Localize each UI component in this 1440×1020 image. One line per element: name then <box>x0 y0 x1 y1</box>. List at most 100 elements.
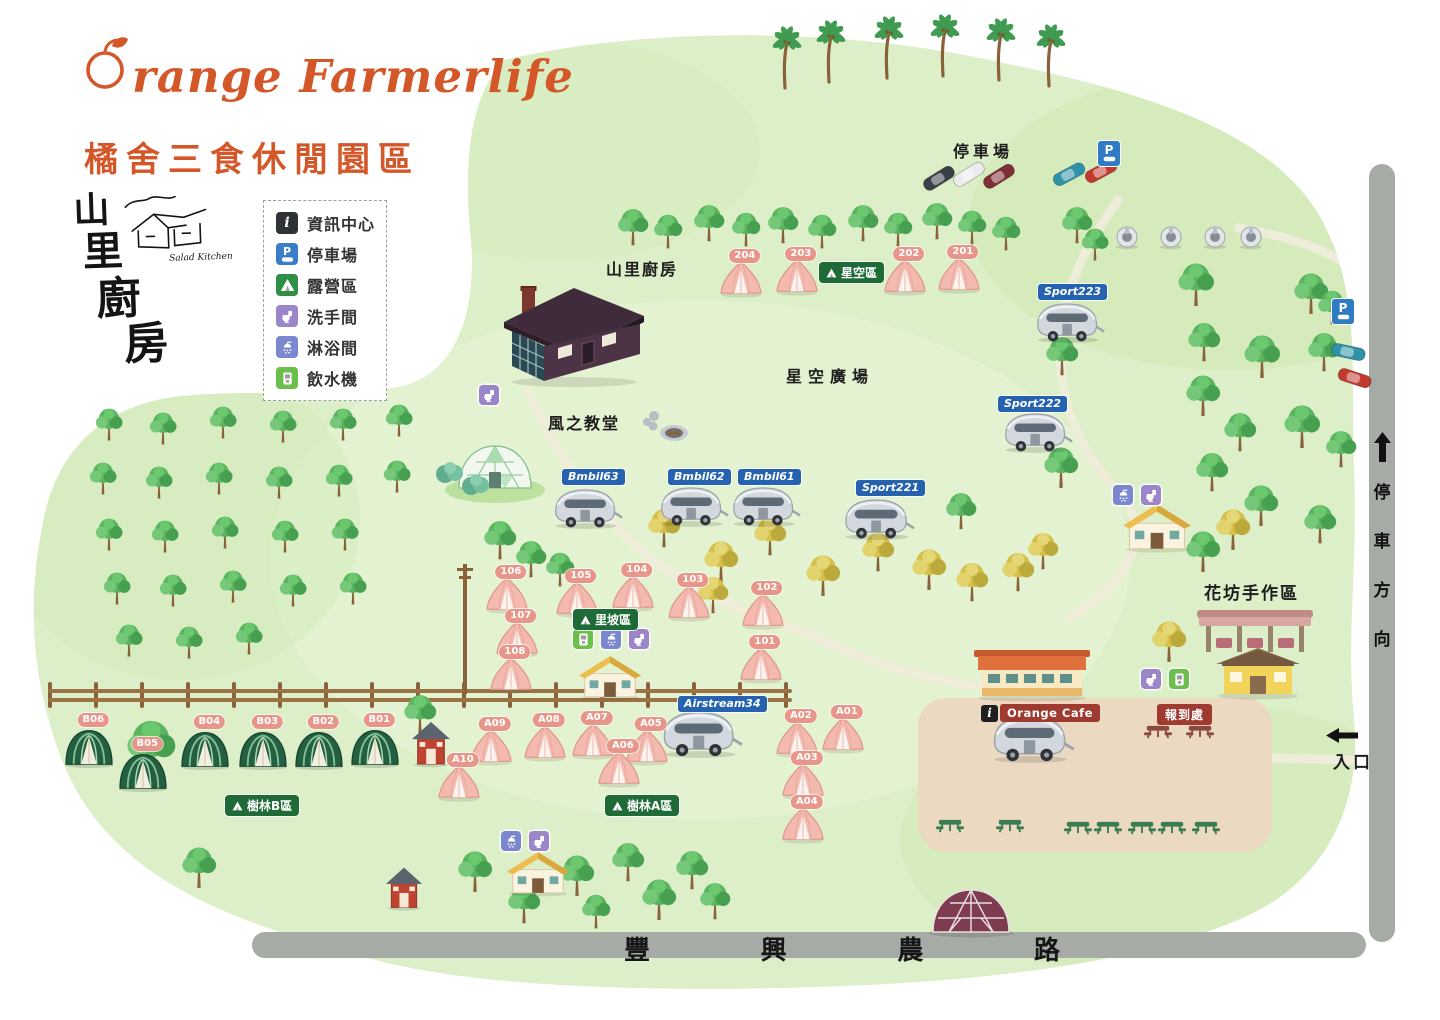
dome-tent-B02: B02 <box>292 715 346 774</box>
fence-post <box>784 682 788 708</box>
badge-Sport223: Sport223 <box>1038 284 1107 300</box>
picnic-table <box>1158 820 1186 839</box>
red-hut-2 <box>384 864 424 915</box>
direction-char: 方 <box>1373 581 1391 601</box>
tent-number-badge: A02 <box>785 709 817 723</box>
fence-post <box>508 682 512 708</box>
legend-label: 資訊中心 <box>307 215 376 234</box>
tree-yellow <box>1214 506 1252 556</box>
tree-green <box>730 210 762 252</box>
tent-number-badge: 103 <box>677 573 709 587</box>
parking-icon: P <box>276 243 298 265</box>
label-parking-lot: 停車場 <box>953 142 1014 161</box>
tent-201: 201 <box>936 245 982 298</box>
tent-number-badge: B04 <box>193 715 226 729</box>
entrance-arrow-icon <box>1326 728 1358 743</box>
checkin-label: 報到處 <box>1165 708 1205 722</box>
direction-char: 停 <box>1373 483 1391 503</box>
tent-A01: A01 <box>820 705 866 758</box>
tree-green <box>1186 320 1222 367</box>
legend-item-water: 飲水機 <box>276 366 374 390</box>
tree-green <box>1282 402 1322 454</box>
tree-green <box>144 464 174 504</box>
tree-green <box>882 210 914 252</box>
tent-number-badge: A07 <box>581 711 613 725</box>
tent-number-badge: B02 <box>307 715 340 729</box>
tree-green <box>330 516 360 556</box>
road-name-char: 農 <box>897 936 924 966</box>
parking-direction-label: 停車方向 <box>1369 478 1395 650</box>
orange-fruit-icon <box>86 37 128 89</box>
tree-green <box>268 408 298 448</box>
house-sketch-icon <box>124 195 207 249</box>
orange-cafe-label: Orange Cafe <box>1000 704 1100 722</box>
camp-icon <box>276 274 298 296</box>
tent-number-badge: 104 <box>621 563 653 577</box>
fence-post <box>48 682 52 708</box>
flower-workshop-pergola <box>1197 610 1313 652</box>
toilet-icon <box>1141 669 1161 689</box>
trailer-Bmbil62 <box>658 484 730 532</box>
fence-post <box>232 682 236 708</box>
road-name-char: 豐 <box>624 936 651 966</box>
tent-number-badge: B06 <box>77 713 110 727</box>
fence-post <box>738 682 742 708</box>
tree-green <box>482 518 518 565</box>
park-title: 橘舍三食休閒園區 <box>84 140 420 180</box>
tree-green <box>328 406 358 446</box>
tent-number-badge: 102 <box>751 581 783 595</box>
picnic-table <box>936 818 964 837</box>
tree-green <box>692 202 726 247</box>
road-name-char: 興 <box>760 936 787 966</box>
tent-A02: A02 <box>774 709 820 762</box>
geodesic-dome <box>929 889 1013 938</box>
badge-Bmbil62: Bmbil62 <box>668 469 731 485</box>
bottom-road <box>252 932 1366 958</box>
fence-post <box>554 682 558 708</box>
tent-icon <box>580 615 591 625</box>
palm-tree-icon <box>804 20 856 88</box>
label-flower-area: 花坊手作區 <box>1204 584 1299 604</box>
label-wind-chapel: 風之教堂 <box>548 414 621 433</box>
legend-item-info: i 資訊中心 <box>276 211 374 235</box>
tree-green <box>1194 450 1230 497</box>
dome-tent-B04: B04 <box>178 715 232 774</box>
tent-106: 106 <box>484 565 530 618</box>
tent-number-badge: 105 <box>565 569 597 583</box>
tent-number-badge: 107 <box>505 609 537 623</box>
tree-green <box>270 518 300 558</box>
portable-toilet <box>1238 226 1264 254</box>
tent-number-badge: A05 <box>635 717 667 731</box>
info-icon: i <box>276 212 298 234</box>
orange-cafe-badge: i Orange Cafe <box>981 704 1100 722</box>
tent-number-badge: A06 <box>607 739 639 753</box>
tree-yellow <box>954 560 990 607</box>
tent-number-badge: 203 <box>785 247 817 261</box>
checkin-badge: 報到處 <box>1157 704 1213 725</box>
tree-green <box>102 570 132 610</box>
tent-105: 105 <box>554 569 600 622</box>
tent-A03: A03 <box>780 751 826 804</box>
legend-item-toilet: 洗手間 <box>276 304 374 328</box>
orange-cafe-building <box>974 650 1090 702</box>
dome-tent-B05: B05 <box>116 737 170 796</box>
tent-A10: A10 <box>436 753 482 806</box>
road-name: 豐興農路 <box>624 930 1060 967</box>
campfire <box>643 411 688 441</box>
trailer-Sport221 <box>842 496 916 545</box>
fence-post <box>140 682 144 708</box>
picnic-table <box>1128 820 1156 839</box>
legend-label: 停車場 <box>307 246 359 265</box>
picnic-table <box>1192 820 1220 839</box>
palm-tree-icon <box>862 16 914 84</box>
stamp-char: 山 <box>72 188 111 233</box>
picnic-table <box>1186 724 1214 743</box>
tent-number-badge: 106 <box>495 565 527 579</box>
fence-rail <box>48 689 792 693</box>
right-road <box>1369 164 1395 942</box>
tree-green <box>1302 502 1338 549</box>
dome-tent-B03: B03 <box>236 715 290 774</box>
fence-post <box>692 682 696 708</box>
house-2 <box>576 652 644 705</box>
